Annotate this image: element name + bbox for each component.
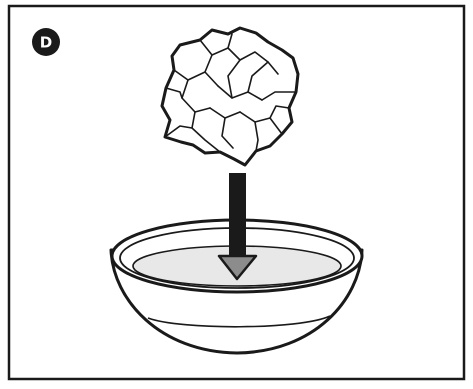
step-label: D bbox=[40, 34, 52, 52]
arrow-shaft bbox=[229, 173, 246, 258]
step-badge: D bbox=[32, 28, 60, 56]
